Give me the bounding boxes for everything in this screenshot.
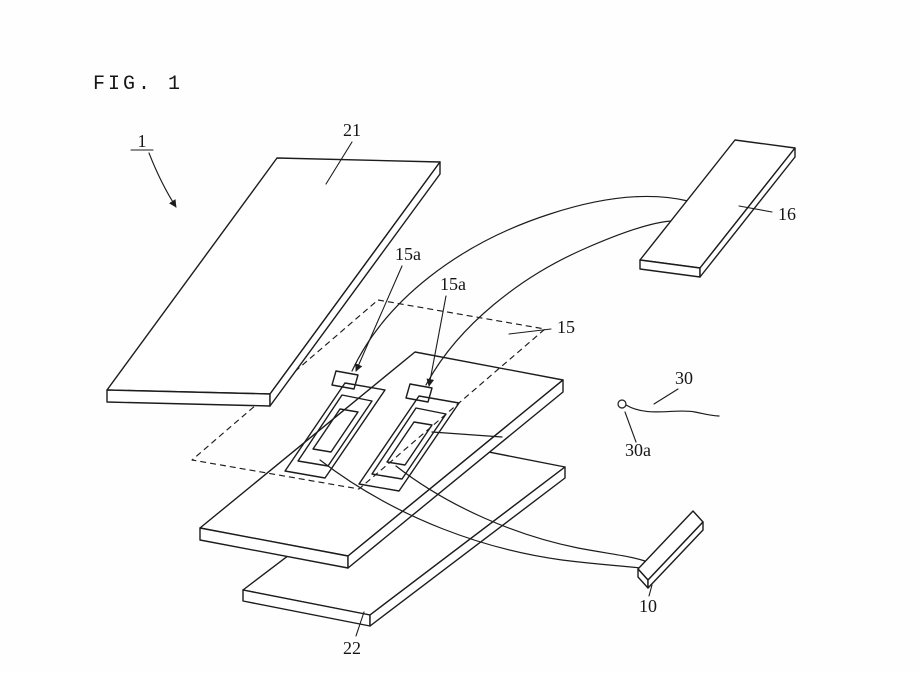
element-right-middle-ring <box>371 407 447 480</box>
chip-10 <box>637 510 704 589</box>
leader-element-right <box>426 295 447 387</box>
ref-sheet: 15 <box>557 317 575 337</box>
terminal-plate-side-right <box>699 147 796 278</box>
chip-top-face <box>637 510 704 581</box>
base-plate <box>199 351 564 569</box>
leader-top-plate <box>325 141 353 185</box>
ref-terminal-plate: 16 <box>778 204 796 224</box>
ref-chip: 10 <box>639 596 657 616</box>
base-plate-side-right <box>347 379 564 569</box>
bottom-plate-side-right <box>369 466 566 627</box>
terminal-plate-16 <box>639 139 796 278</box>
lead-segment <box>431 431 503 438</box>
ref-wire-end: 30a <box>625 440 651 460</box>
wire-30-squiggle <box>625 404 720 417</box>
ref-element-right: 15a <box>440 274 466 294</box>
element-left-inner-ring <box>312 408 359 453</box>
ref-assembly: 1 <box>138 131 147 151</box>
element-left-tab <box>331 370 359 390</box>
wire-end-ball-30a <box>617 399 627 409</box>
element-right-15a <box>358 383 460 492</box>
leader-lines <box>130 141 773 637</box>
leader-sheet <box>508 328 552 335</box>
leader-lead-wire <box>653 388 679 405</box>
leader-bottom-plate <box>355 611 365 637</box>
element-right-inner-ring <box>386 421 433 466</box>
leader-chip <box>648 584 653 597</box>
lead-wires <box>319 195 720 569</box>
wire-to-chip-a <box>319 459 641 569</box>
ref-lead-wire: 30 <box>675 368 693 388</box>
assembly-arrow <box>148 152 177 208</box>
ref-element-left: 15a <box>395 244 421 264</box>
ref-bottom-plate: 22 <box>343 638 361 658</box>
element-left-15a <box>284 370 386 479</box>
wire-to-terminal-plate-a <box>351 195 689 372</box>
wire-to-chip-b <box>395 465 646 562</box>
figure-title: FIG. 1 <box>93 73 183 96</box>
leader-terminal-plate <box>738 205 773 213</box>
element-right-tab <box>405 383 433 403</box>
wire-to-terminal-plate-b <box>425 220 673 386</box>
bottom-plate <box>242 441 566 627</box>
leader-wire-end <box>624 411 637 443</box>
chip-side-right <box>647 521 704 589</box>
element-right-outer-ring <box>358 395 460 492</box>
ref-top-plate: 21 <box>343 120 361 140</box>
top-plate-side-right <box>269 161 441 407</box>
element-left-outer-ring <box>284 382 386 479</box>
top-plate <box>106 157 441 407</box>
top-plate-top-face <box>106 157 441 395</box>
leader-element-left <box>355 265 403 372</box>
dashed-sheet-15 <box>191 299 546 490</box>
